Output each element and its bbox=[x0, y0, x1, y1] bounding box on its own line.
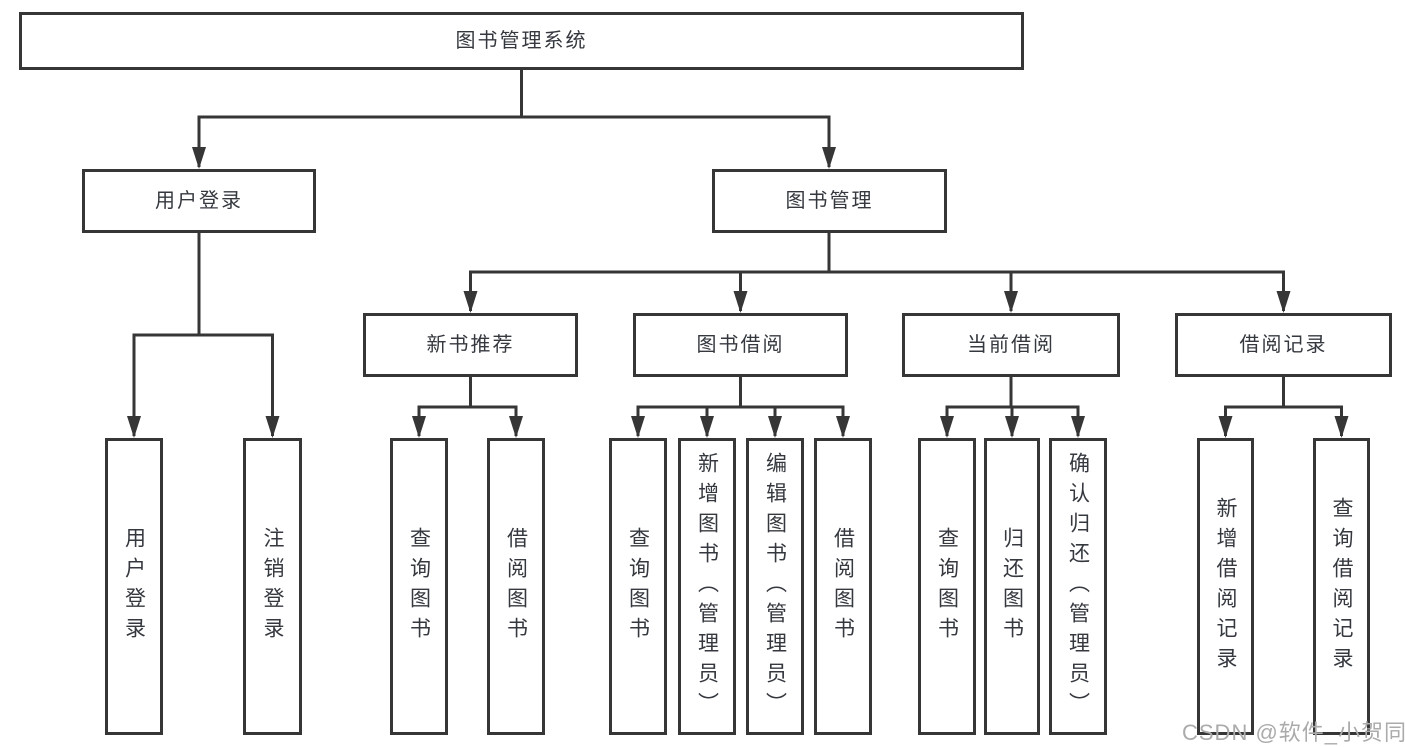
edges-book-borrow-to-leaves bbox=[631, 377, 850, 438]
leaf-label: 编辑图书（管理员） bbox=[763, 451, 787, 722]
leaf-label: 新增图书（管理员） bbox=[695, 451, 719, 722]
node-label: 新书推荐 bbox=[426, 334, 515, 356]
node-borrow-record: 借阅记录 bbox=[1175, 313, 1392, 377]
leaf-label: 查询借阅记录 bbox=[1330, 496, 1353, 677]
node-book-borrow: 图书借阅 bbox=[633, 313, 848, 377]
leaf-add-borrow-record: 新增借阅记录 bbox=[1197, 438, 1254, 735]
node-current-borrow: 当前借阅 bbox=[902, 313, 1120, 377]
leaf-return-books: 归还图书 bbox=[984, 438, 1040, 735]
csdn-watermark: CSDN @软件_小贺同学 bbox=[1182, 720, 1405, 745]
edges-root-to-level2 bbox=[192, 70, 836, 169]
leaf-borrow-books-recommend: 借阅图书 bbox=[487, 438, 545, 735]
leaf-query-books-borrow: 查询图书 bbox=[609, 438, 667, 735]
edges-user-login-to-leaves bbox=[127, 233, 280, 438]
leaf-add-books-admin: 新增图书（管理员） bbox=[678, 438, 736, 735]
leaf-query-books-recommend: 查询图书 bbox=[390, 438, 448, 735]
node-label: 图书管理系统 bbox=[455, 30, 588, 52]
node-library-management-system: 图书管理系统 bbox=[19, 12, 1024, 70]
leaf-confirm-return-admin: 确认归还（管理员） bbox=[1049, 438, 1107, 735]
leaf-label: 查询图书 bbox=[407, 526, 431, 647]
leaf-borrow-books: 借阅图书 bbox=[814, 438, 872, 735]
leaf-edit-books-admin: 编辑图书（管理员） bbox=[746, 438, 804, 735]
leaf-label: 查询图书 bbox=[935, 526, 959, 647]
leaf-label: 用户登录 bbox=[122, 526, 146, 647]
node-label: 借阅记录 bbox=[1239, 334, 1328, 356]
edges-new-book-to-leaves bbox=[412, 377, 523, 438]
node-label: 用户登录 bbox=[155, 190, 243, 212]
leaf-label: 归还图书 bbox=[1000, 526, 1024, 647]
leaf-label: 注销登录 bbox=[261, 526, 284, 647]
node-user-login: 用户登录 bbox=[82, 169, 316, 233]
node-book-management: 图书管理 bbox=[712, 169, 947, 233]
edges-borrow-record-to-leaves bbox=[1218, 377, 1349, 438]
leaf-label: 确认归还（管理员） bbox=[1066, 451, 1090, 722]
leaf-query-books-current: 查询图书 bbox=[918, 438, 976, 735]
node-new-book-recommend: 新书推荐 bbox=[363, 313, 578, 377]
node-label: 当前借阅 bbox=[967, 334, 1055, 356]
leaf-user-login: 用户登录 bbox=[105, 438, 163, 735]
leaf-label: 查询图书 bbox=[626, 526, 650, 647]
leaf-label: 借阅图书 bbox=[504, 526, 528, 647]
edges-book-management-to-level3 bbox=[463, 233, 1291, 313]
edges-current-borrow-to-leaves bbox=[940, 377, 1085, 438]
leaf-label: 借阅图书 bbox=[831, 526, 855, 647]
leaf-query-borrow-record: 查询借阅记录 bbox=[1313, 438, 1370, 735]
node-label: 图书借阅 bbox=[696, 334, 785, 356]
leaf-label: 新增借阅记录 bbox=[1214, 496, 1237, 677]
node-label: 图书管理 bbox=[785, 190, 874, 212]
leaf-logout-login: 注销登录 bbox=[243, 438, 302, 735]
